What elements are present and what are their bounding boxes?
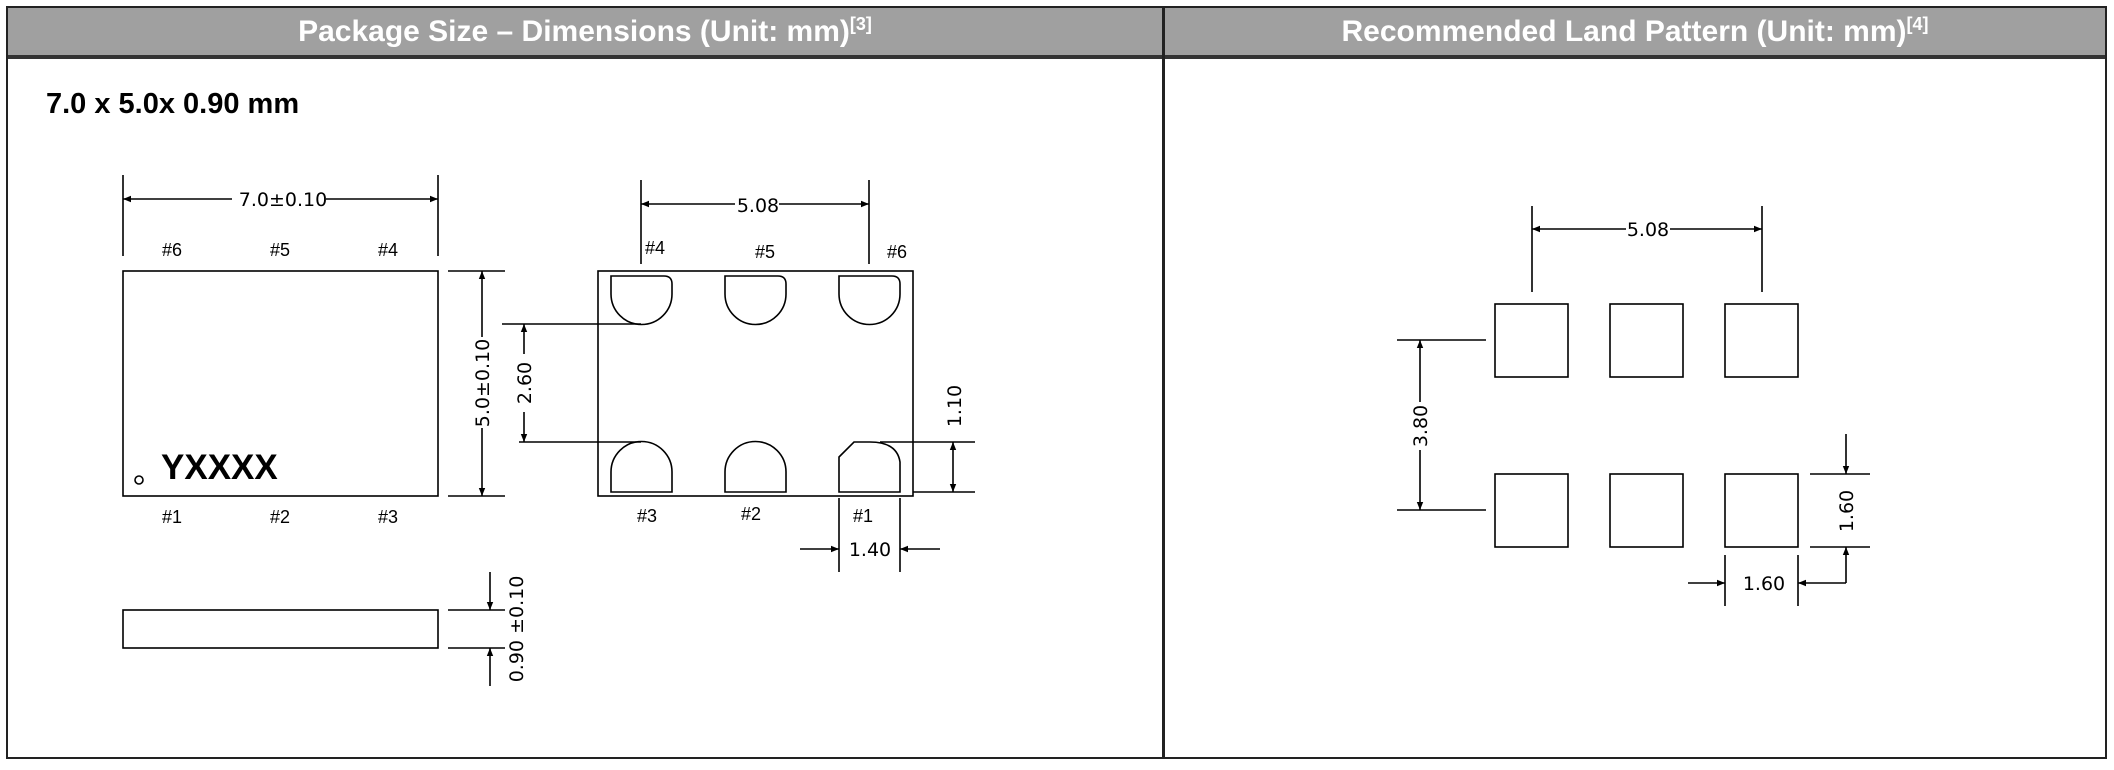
bottom-pin-3: #3 bbox=[637, 506, 657, 526]
package-size-label: 7.0 x 5.0x 0.90 mm bbox=[46, 88, 300, 120]
bottom-pitch-dim-label: 5.08 bbox=[737, 195, 779, 217]
land-row-dim-label: 3.80 bbox=[1410, 405, 1432, 447]
land-pattern-view bbox=[1397, 206, 1870, 606]
top-view bbox=[122, 175, 505, 497]
top-pin-3: #3 bbox=[378, 507, 398, 527]
land-pad-top-1 bbox=[1494, 303, 1569, 378]
land-pattern-header: Recommended Land Pattern (Unit: mm)[4] bbox=[1165, 8, 2105, 59]
package-size-header: Package Size – Dimensions (Unit: mm)[3] bbox=[8, 8, 1162, 59]
spec-table: Package Size – Dimensions (Unit: mm)[3] … bbox=[6, 6, 2107, 759]
top-pin-1: #1 bbox=[162, 507, 182, 527]
pad-height-dim-label: 1.10 bbox=[944, 385, 966, 427]
package-marking: YXXXX bbox=[161, 448, 278, 487]
land-pitch-dim-label: 5.08 bbox=[1627, 219, 1669, 241]
pad-6 bbox=[838, 275, 901, 326]
top-height-dim-label: 5.0±0.10 bbox=[472, 339, 494, 427]
package-size-header-text: Package Size – Dimensions (Unit: mm) bbox=[298, 15, 850, 48]
package-size-header-ref: [3] bbox=[849, 14, 872, 34]
land-pad-top-3 bbox=[1724, 303, 1799, 378]
top-pin-4: #4 bbox=[378, 240, 398, 260]
side-view bbox=[122, 572, 505, 686]
side-thickness-dim-label: 0.90 ±0.10 bbox=[506, 576, 528, 683]
pad-4 bbox=[610, 275, 673, 326]
bottom-view-body bbox=[597, 270, 914, 497]
top-pin-5: #5 bbox=[270, 240, 290, 260]
land-pad-height-dim-label: 1.60 bbox=[1836, 490, 1858, 532]
land-pattern-header-ref: [4] bbox=[1906, 14, 1929, 34]
top-pin-6: #6 bbox=[162, 240, 182, 260]
top-pin-2: #2 bbox=[270, 507, 290, 527]
bottom-view bbox=[502, 180, 975, 572]
land-pattern-header-text: Recommended Land Pattern (Unit: mm) bbox=[1341, 15, 1907, 48]
pad-1 bbox=[838, 441, 901, 493]
pin1-indicator bbox=[134, 475, 144, 485]
land-pad-bottom-2 bbox=[1609, 473, 1684, 548]
pad-width-dim-label: 1.40 bbox=[849, 539, 891, 561]
land-pad-top-2 bbox=[1609, 303, 1684, 378]
bottom-pin-6: #6 bbox=[887, 242, 907, 262]
column-divider bbox=[1162, 8, 1165, 757]
land-pad-bottom-1 bbox=[1494, 473, 1569, 548]
land-pad-bottom-3 bbox=[1724, 473, 1799, 548]
bottom-pin-2: #2 bbox=[741, 504, 761, 524]
pad-5 bbox=[724, 275, 787, 326]
pad-2 bbox=[724, 440, 787, 493]
bottom-pin-1: #1 bbox=[853, 506, 873, 526]
top-width-dim-label: 7.0±0.10 bbox=[239, 189, 327, 211]
bottom-pin-4: #4 bbox=[645, 238, 665, 258]
top-view-body bbox=[122, 270, 439, 497]
row-spacing-dim-label: 2.60 bbox=[514, 362, 536, 404]
side-view-body bbox=[122, 609, 439, 649]
bottom-pin-5: #5 bbox=[755, 242, 775, 262]
land-pad-width-dim-label: 1.60 bbox=[1743, 573, 1785, 595]
pad-3 bbox=[610, 440, 673, 493]
